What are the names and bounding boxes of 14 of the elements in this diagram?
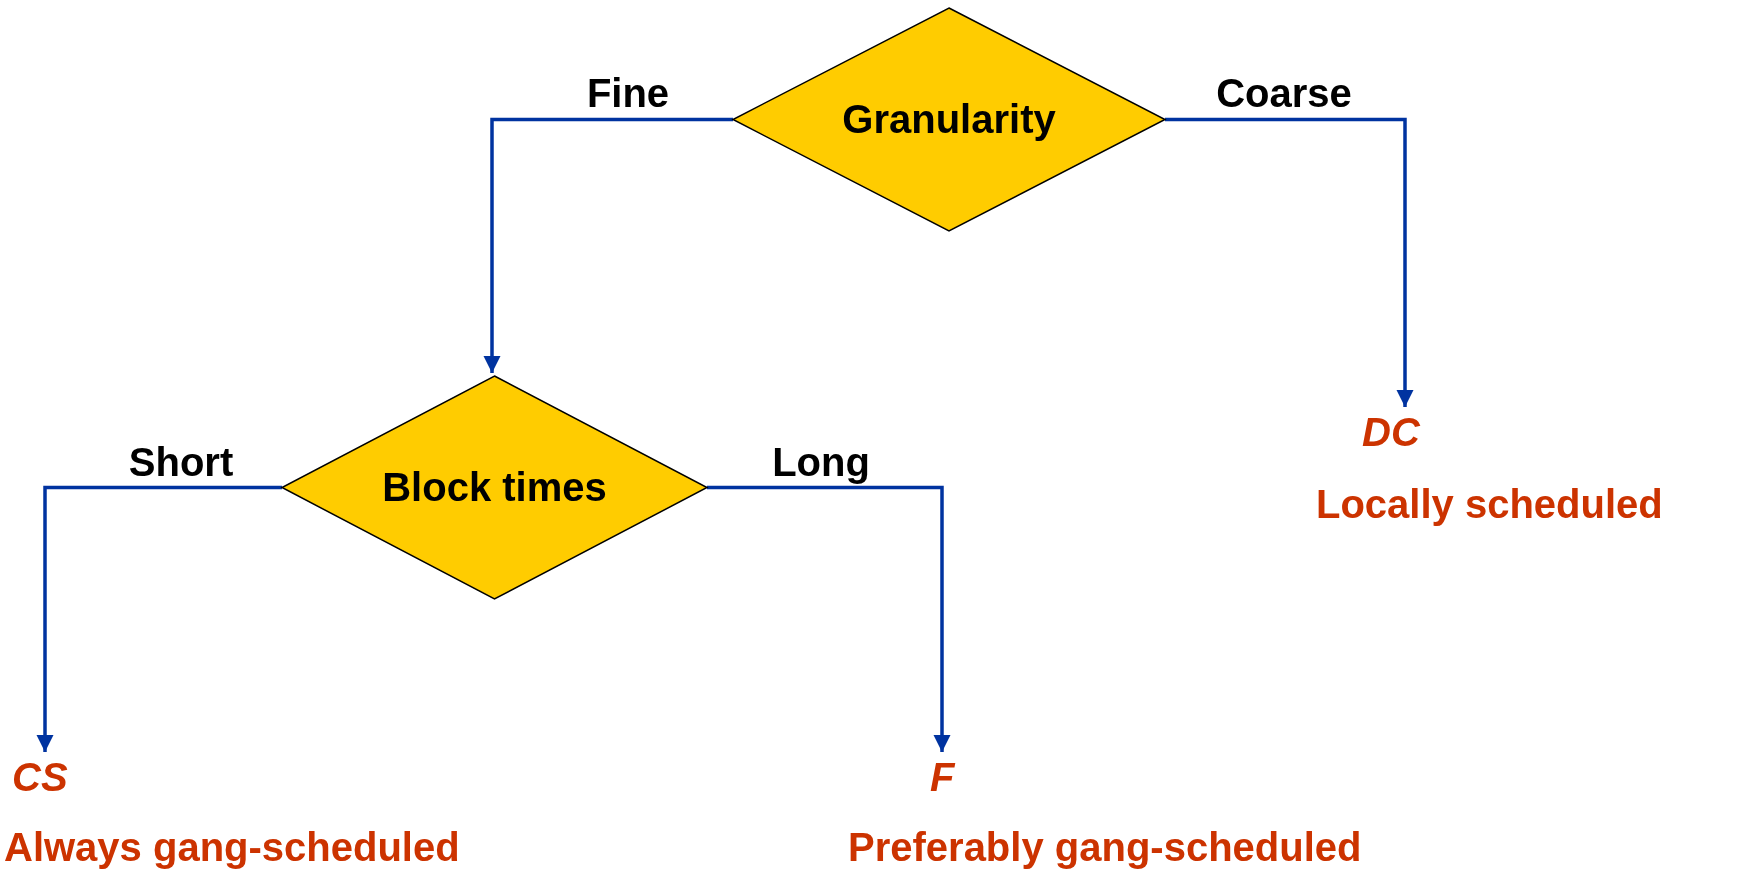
arrow <box>36 485 282 752</box>
decision-diamond <box>733 8 1165 231</box>
outcome-code: DC <box>1362 410 1420 454</box>
arrow <box>707 485 951 752</box>
outcome-code: CS <box>12 755 68 799</box>
decision-label: Granularity <box>842 97 1056 142</box>
arrow <box>1165 117 1414 407</box>
outcome-label: Locally scheduled <box>1316 482 1663 526</box>
outcome-label: Always gang-scheduled <box>4 825 460 869</box>
decision-label: Block times <box>382 465 607 510</box>
outcome-code: F <box>930 755 955 799</box>
arrow <box>483 117 733 373</box>
decision-diamond <box>282 376 707 599</box>
outcome-label: Preferably gang-scheduled <box>848 825 1362 869</box>
